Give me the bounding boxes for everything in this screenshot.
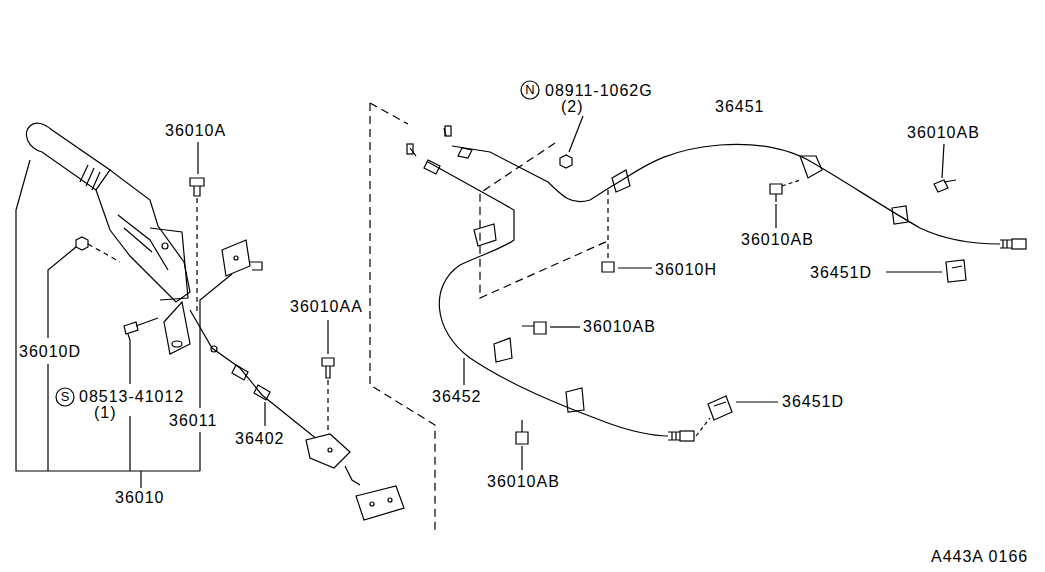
callout-number: A443A 0166 [930,548,1029,565]
circled-letter: N [524,83,535,97]
callout-number: 36010 [114,489,166,506]
circled-letter: S [60,390,71,404]
callout-number: 36010A [164,122,227,139]
callout-number: 36010D [18,343,82,360]
callout-number: 36451D [809,264,873,281]
callout-number: 36010AA [289,298,364,315]
callout-number: 36452 [431,388,483,405]
callout-number: 36010AB [486,473,561,490]
callout-number: 36010AB [740,231,815,248]
callout-number: 36451 [714,98,766,115]
callout-number: (2) [560,98,585,115]
callout-number: 08513-41012 [78,388,185,405]
callout-number: 36402 [234,430,286,447]
callout-number: (1) [93,404,118,421]
callout-number: 36010H [654,261,718,278]
callout-number: 36010AB [582,318,657,335]
callout-number: 36011 [168,412,218,429]
callout-number: 36451D [781,393,845,410]
callout-number: 36010AB [906,124,981,141]
callout-number: 08911-1062G [544,82,654,99]
